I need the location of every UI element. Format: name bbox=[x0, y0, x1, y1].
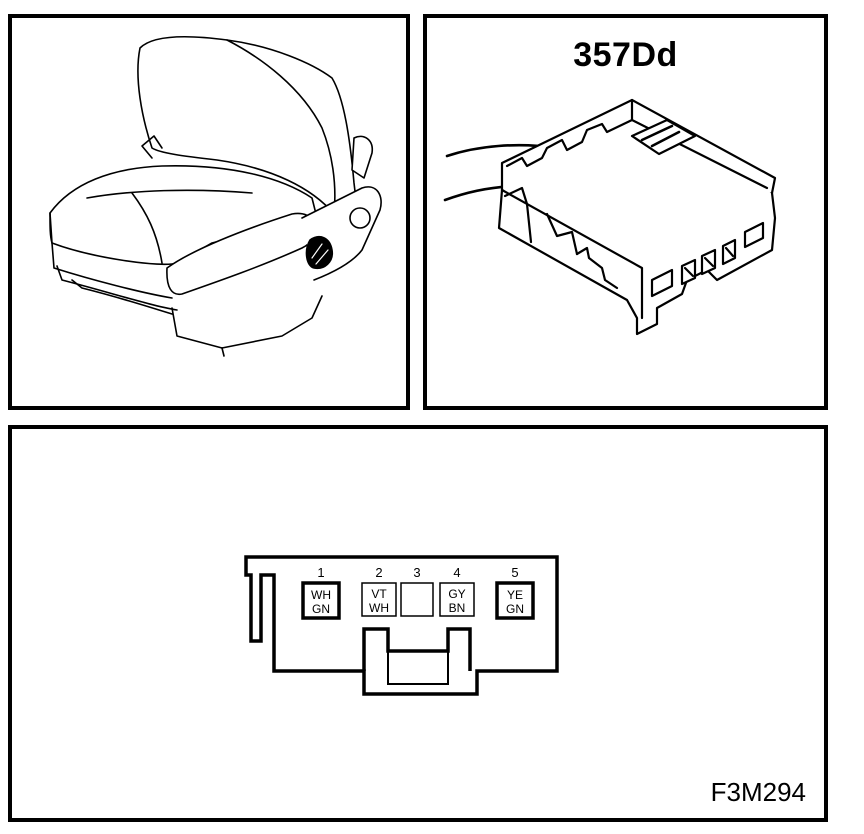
pin-number: 3 bbox=[413, 565, 420, 580]
pin-wire-color: YE bbox=[507, 588, 523, 602]
pin-wire-color: GY bbox=[448, 587, 465, 601]
pin-number: 2 bbox=[375, 565, 382, 580]
seat-illustration-panel bbox=[8, 14, 410, 410]
pin-stripe-color: GN bbox=[506, 602, 524, 616]
pin-stripe-color: GN bbox=[312, 602, 330, 616]
pin-wire-color: WH bbox=[311, 588, 331, 602]
connector-housing-illustration bbox=[443, 98, 777, 336]
pin-5: 5 YE GN bbox=[495, 565, 535, 620]
pin-number: 4 bbox=[453, 565, 460, 580]
pin-4: 4 GY BN bbox=[439, 565, 475, 617]
seat-illustration bbox=[49, 35, 382, 357]
pin-3: 3 bbox=[400, 565, 434, 617]
pinout-panel: 1 WH GN 2 VT WH 3 4 GY BN 5 YE GN F3M294 bbox=[8, 425, 828, 822]
figure-code: F3M294 bbox=[710, 777, 806, 807]
pin-stripe-color: WH bbox=[369, 601, 389, 615]
pin-stripe-color: BN bbox=[449, 601, 466, 615]
connector-illustration-panel: 357Dd bbox=[423, 14, 828, 410]
pin-number: 1 bbox=[317, 565, 324, 580]
connector-label: 357Dd bbox=[573, 36, 678, 74]
pin-wire-color: VT bbox=[371, 587, 387, 601]
connector-pinout-diagram: 1 WH GN 2 VT WH 3 4 GY BN 5 YE GN bbox=[244, 555, 559, 696]
pin-number: 5 bbox=[511, 565, 518, 580]
pin-1: 1 WH GN bbox=[301, 565, 341, 620]
pin-2: 2 VT WH bbox=[361, 565, 397, 617]
